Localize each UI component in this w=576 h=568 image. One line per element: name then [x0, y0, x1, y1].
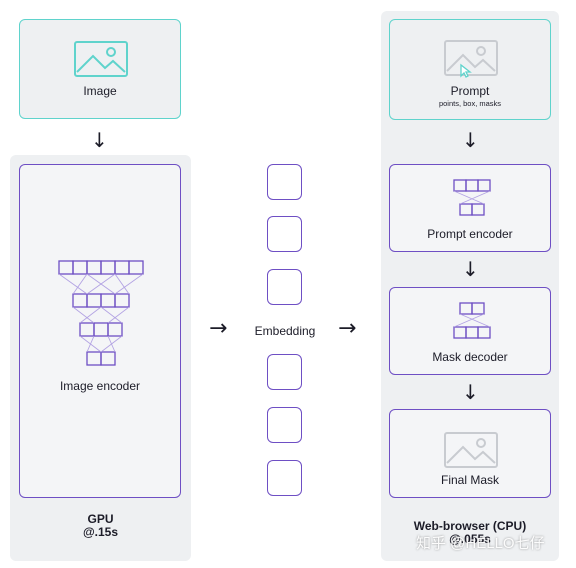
arrow-down-icon: ↓ — [91, 128, 108, 152]
image-encoder-label: Image encoder — [59, 379, 141, 393]
encoder-network-icon — [58, 260, 144, 366]
prompt-encoder-label: Prompt encoder — [427, 227, 513, 241]
image-encoder-box: Image encoder — [19, 164, 181, 498]
final-mask-box: Final Mask — [389, 409, 551, 498]
image-icon — [444, 432, 498, 468]
image-icon — [74, 41, 128, 77]
arrow-down-icon: ↓ — [462, 257, 479, 281]
arrow-down-icon: ↓ — [462, 128, 479, 152]
gpu-label: GPU — [87, 512, 114, 526]
gpu-timing: @.15s — [82, 525, 119, 539]
mask-decoder-label: Mask decoder — [432, 350, 508, 364]
prompt-encoder-box: Prompt encoder — [389, 164, 551, 252]
web-browser-label: Web-browser (CPU) — [413, 519, 527, 533]
embedding-square — [267, 164, 302, 200]
embedding-square — [267, 460, 302, 496]
watermark: 知乎 @HELLO七仔 — [416, 535, 545, 552]
prompt-sublabel: points, box, masks — [438, 99, 502, 108]
prompt-label: Prompt — [450, 84, 490, 98]
image-input-box: Image — [19, 19, 181, 119]
arrow-right-icon: → — [338, 316, 357, 341]
embedding-square — [267, 216, 302, 252]
web-browser-timing: @.055s — [449, 532, 491, 546]
embedding-square — [267, 407, 302, 443]
mask-decoder-icon — [453, 302, 491, 339]
embedding-label: Embedding — [254, 324, 316, 338]
embedding-square — [267, 354, 302, 390]
prompt-encoder-icon — [453, 179, 491, 216]
embedding-square — [267, 269, 302, 305]
image-cursor-icon — [444, 40, 498, 78]
image-input-label: Image — [83, 84, 117, 98]
arrow-down-icon: ↓ — [462, 380, 479, 404]
final-mask-label: Final Mask — [440, 473, 499, 487]
mask-decoder-box: Mask decoder — [389, 287, 551, 375]
arrow-right-icon: → — [209, 316, 228, 341]
prompt-box: Prompt points, box, masks — [389, 19, 551, 120]
